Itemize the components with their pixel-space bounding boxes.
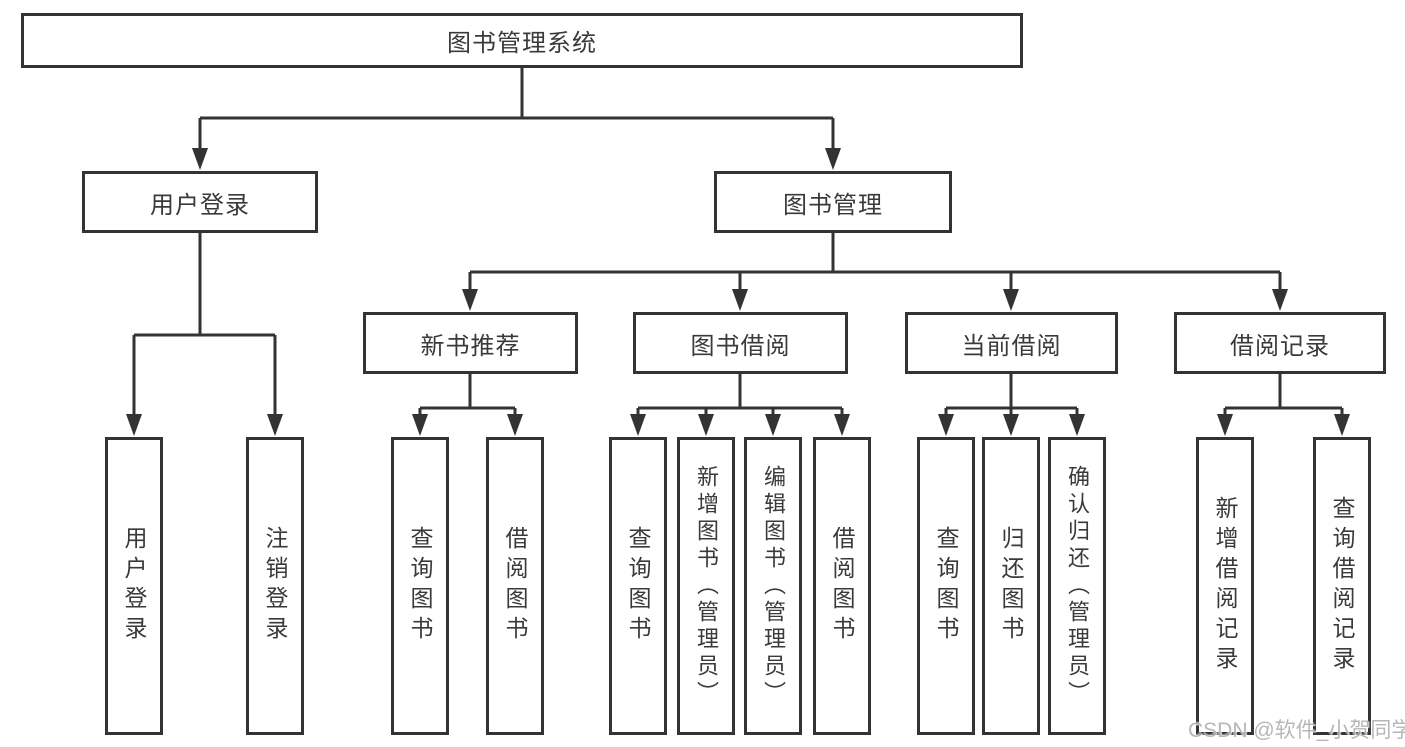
arrow-down-icon: [630, 414, 646, 436]
leaf-label: 归还图书: [998, 526, 1024, 646]
edge-newbook-children: [418, 372, 517, 419]
arrow-down-icon: [732, 289, 748, 311]
leaf-add-borrow-record: 新增借阅记录: [1196, 437, 1254, 735]
leaf-label: 编辑图书（管理员）: [761, 464, 786, 708]
arrow-down-icon: [267, 414, 283, 436]
leaf-label: 确认归还（管理员）: [1065, 464, 1090, 708]
arrow-down-icon: [507, 414, 523, 436]
leaf-label: 注销登录: [262, 526, 288, 646]
node-library-management-system: 图书管理系统: [21, 13, 1023, 68]
arrow-down-icon: [1334, 414, 1350, 436]
arrow-down-icon: [462, 289, 478, 311]
leaf-confirm-return-admin: 确认归还（管理员）: [1048, 437, 1106, 735]
leaf-label: 用户登录: [121, 526, 147, 646]
leaf-return-books: 归还图书: [982, 437, 1040, 735]
edge-borrowrec-children: [1223, 372, 1344, 419]
arrow-down-icon: [1069, 414, 1085, 436]
leaf-query-books: 查询图书: [391, 437, 449, 735]
leaf-label: 新增借阅记录: [1212, 496, 1238, 676]
arrow-down-icon: [825, 148, 841, 170]
node-current-borrowing: 当前借阅: [905, 312, 1118, 374]
leaf-query-books: 查询图书: [917, 437, 975, 735]
leaf-label: 借阅图书: [829, 526, 855, 646]
arrow-down-icon: [1272, 289, 1288, 311]
csdn-watermark: CSDN @软件_小贺同学: [1188, 719, 1405, 742]
edge-bookmgmt-children: [468, 231, 1282, 294]
leaf-label: 新增图书（管理员）: [694, 464, 719, 708]
leaf-borrow-books: 借阅图书: [486, 437, 544, 735]
node-new-book-recommendation: 新书推荐: [363, 312, 578, 374]
arrow-down-icon: [698, 414, 714, 436]
arrow-down-icon: [765, 414, 781, 436]
edge-userlogin-children: [132, 231, 277, 418]
leaf-add-books-admin: 新增图书（管理员）: [677, 437, 735, 735]
leaf-query-books: 查询图书: [609, 437, 667, 735]
arrow-down-icon: [938, 414, 954, 436]
edge-root-stem: [198, 66, 835, 152]
leaf-user-login: 用户登录: [105, 437, 163, 735]
node-book-management: 图书管理: [714, 171, 952, 233]
leaf-label: 借阅图书: [502, 526, 528, 646]
arrow-down-icon: [1003, 414, 1019, 436]
arrow-down-icon: [412, 414, 428, 436]
leaf-label: 查询图书: [625, 526, 651, 646]
edge-curborrow-children: [944, 372, 1079, 419]
arrow-down-icon: [126, 414, 142, 436]
edge-bookborrow-children: [636, 372, 844, 419]
arrowheads: [126, 148, 1350, 436]
leaf-edit-books-admin: 编辑图书（管理员）: [744, 437, 802, 735]
leaf-label: 查询图书: [407, 526, 433, 646]
node-book-borrowing: 图书借阅: [633, 312, 848, 374]
leaf-logout: 注销登录: [246, 437, 304, 735]
leaf-label: 查询图书: [933, 526, 959, 646]
arrow-down-icon: [192, 148, 208, 170]
leaf-label: 查询借阅记录: [1329, 496, 1355, 676]
arrow-down-icon: [834, 414, 850, 436]
node-borrowing-records: 借阅记录: [1174, 312, 1386, 374]
leaf-query-borrow-record: 查询借阅记录: [1313, 437, 1371, 735]
arrow-down-icon: [1003, 289, 1019, 311]
node-user-login: 用户登录: [82, 171, 318, 233]
arrow-down-icon: [1217, 414, 1233, 436]
leaf-borrow-books: 借阅图书: [813, 437, 871, 735]
